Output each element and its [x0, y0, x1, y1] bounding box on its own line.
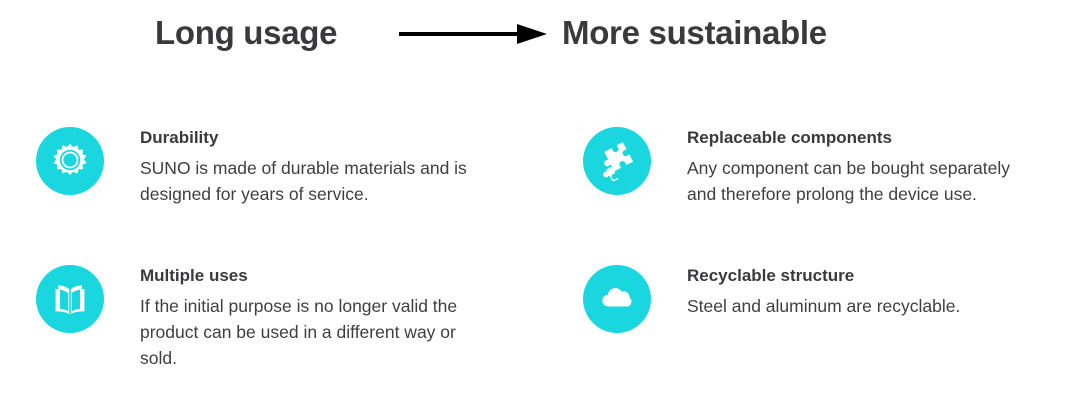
feature-description: If the initial purpose is no longer vali…	[140, 296, 458, 368]
feature-text-block: Durability SUNO is made of durable mater…	[140, 127, 470, 207]
feature-title: Replaceable components	[687, 128, 893, 147]
feature-grid: Durability SUNO is made of durable mater…	[0, 72, 1065, 417]
gear-icon	[36, 127, 104, 195]
feature-item-replaceable-components: Replaceable components Any component can…	[583, 127, 1027, 207]
cloud-icon	[583, 265, 651, 333]
feature-item-multiple-uses: Multiple uses If the initial purpose is …	[36, 265, 470, 371]
feature-item-durability: Durability SUNO is made of durable mater…	[36, 127, 470, 207]
open-book-icon	[36, 265, 104, 333]
header-title-right: More sustainable	[562, 14, 827, 51]
feature-description: SUNO is made of durable materials and is…	[140, 158, 467, 204]
feature-title: Recyclable structure	[687, 266, 855, 285]
feature-description: Steel and aluminum are recyclable.	[687, 296, 961, 316]
header-banner: Long usage More sustainable	[0, 0, 1065, 72]
header-title-left: Long usage	[155, 14, 338, 51]
feature-description: Any component can be bought separately a…	[687, 158, 1010, 204]
right-arrow-icon	[399, 21, 547, 47]
feature-title: Multiple uses	[140, 266, 248, 285]
puzzle-piece-icon	[583, 127, 651, 195]
feature-item-recyclable-structure: Recyclable structure Steel and aluminum …	[583, 265, 960, 333]
feature-text-block: Multiple uses If the initial purpose is …	[140, 265, 470, 371]
feature-title: Durability	[140, 128, 219, 147]
feature-text-block: Replaceable components Any component can…	[687, 127, 1027, 207]
feature-text-block: Recyclable structure Steel and aluminum …	[687, 265, 960, 319]
